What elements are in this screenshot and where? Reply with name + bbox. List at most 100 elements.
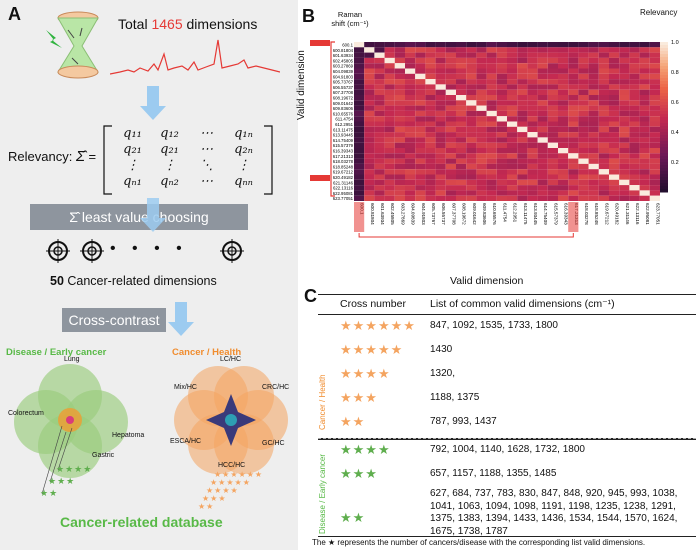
heatmap-cell — [507, 190, 518, 196]
heatmap-cell — [527, 116, 538, 122]
heatmap-cell — [435, 79, 446, 85]
heatmap-cell — [445, 116, 456, 122]
heatmap-cell — [609, 132, 620, 138]
heatmap-cell — [456, 89, 467, 95]
colorbar-segment — [660, 81, 668, 85]
heatmap-cell — [425, 110, 436, 117]
heatmap-cell — [598, 84, 609, 90]
heatmap-cell — [354, 163, 365, 170]
heatmap-cell — [435, 47, 446, 53]
heatmap-cell — [588, 185, 599, 191]
heatmap-cell — [507, 185, 518, 191]
colorbar-segment — [660, 90, 668, 94]
heatmap-cell — [445, 100, 456, 106]
heatmap-cell — [517, 148, 528, 154]
heatmap-cell — [547, 185, 558, 191]
heatmap-cell — [649, 52, 660, 58]
heatmap-cell — [588, 190, 599, 196]
heatmap-cell — [568, 185, 579, 191]
heatmap-cell — [517, 89, 528, 95]
heatmap-cell — [578, 137, 589, 143]
heatmap-cell — [598, 63, 609, 69]
heatmap-cell — [568, 163, 579, 170]
heatmap-cell — [405, 95, 416, 101]
heatmap-cell — [425, 84, 436, 90]
heatmap-cell — [364, 142, 375, 148]
matrix-cell: q₁₁ — [123, 126, 142, 141]
heatmap-cell — [425, 63, 436, 69]
heatmap-cell — [527, 57, 538, 64]
heatmap-cell — [496, 57, 507, 64]
heatmap-cell — [496, 42, 507, 48]
heatmap-cell — [456, 42, 467, 48]
colorbar-segment — [660, 54, 668, 58]
colorbar-segment — [660, 87, 668, 91]
colorbar-segment — [660, 51, 668, 55]
heatmap-cell — [639, 52, 650, 58]
heatmap-cell — [547, 73, 558, 80]
colorbar-segment — [660, 126, 668, 130]
colorbar-segment — [660, 177, 668, 181]
heatmap-cell — [405, 179, 416, 186]
y-highlight-top — [310, 40, 330, 46]
heatmap-cell — [537, 89, 548, 95]
heatmap-cell — [496, 126, 507, 133]
heatmap-cell — [517, 121, 528, 127]
colorbar-segment — [660, 156, 668, 160]
heatmap-cell — [486, 68, 497, 74]
heatmap-cell — [425, 100, 436, 106]
row-list: 792, 1004, 1140, 1628, 1732, 1800 — [430, 444, 585, 455]
heatmap-cell — [496, 110, 507, 117]
heatmap-cell — [507, 137, 518, 143]
row-stars: ★★★★ — [340, 366, 391, 381]
matrix-cell: qₙ₂ — [160, 174, 179, 189]
relevancy-text: Relevancy: — [8, 149, 73, 164]
heatmap-cell — [466, 47, 477, 53]
heatmap-cell — [639, 169, 650, 175]
heatmap-cell — [374, 148, 385, 154]
colorbar-segment — [660, 168, 668, 172]
group-cancer-health: Cancer / Health — [318, 374, 327, 430]
heatmap-cell — [558, 47, 569, 53]
matrix-cell: q₂₁ — [160, 142, 179, 157]
heatmap-cell — [384, 126, 395, 133]
heatmap-cell — [568, 195, 579, 201]
col-tick-label: 609.01642 — [472, 203, 477, 225]
heatmap-cell — [394, 105, 405, 111]
heatmap-cell — [486, 137, 497, 143]
heatmap-cell — [639, 195, 650, 201]
heatmap-cell — [578, 179, 589, 186]
row-tick-label: 603.27869 — [333, 64, 354, 69]
colorbar-segment — [660, 165, 668, 169]
heatmap-cell — [649, 121, 660, 127]
heatmap-cell — [445, 79, 456, 85]
venn-right-title: Cancer / Health — [172, 347, 242, 358]
heatmap-cell — [649, 105, 660, 111]
heatmap-cell — [588, 158, 599, 164]
heatmap-cell — [629, 57, 640, 64]
heatmap-cell — [384, 89, 395, 95]
heatmap-cell — [629, 63, 640, 69]
matrix-right-bracket — [264, 125, 273, 195]
heatmap-cell — [466, 57, 477, 64]
matrix-cell: q₂₁ — [123, 142, 142, 157]
heatmap-cell — [527, 42, 538, 48]
heatmap-cell — [466, 84, 477, 90]
heatmap-cell — [527, 95, 538, 101]
row-stars: ★★ — [340, 510, 366, 525]
heatmap-cell — [588, 163, 599, 170]
heatmap-cell — [445, 57, 456, 64]
col-tick-label: 623.77051 — [655, 203, 660, 225]
heatmap-cell — [619, 89, 630, 95]
heatmap-cell — [374, 158, 385, 164]
heatmap-cell — [435, 95, 446, 101]
heatmap-cell — [639, 110, 650, 117]
heatmap-cell — [537, 52, 548, 58]
heatmap-cell — [456, 63, 467, 69]
heatmap-cell — [405, 79, 416, 85]
heatmap-cell — [619, 110, 630, 117]
heatmap-cell — [598, 121, 609, 127]
heatmap-cell — [435, 169, 446, 175]
row-tick-label: 605.73767 — [333, 80, 354, 85]
colorbar-segment — [660, 93, 668, 97]
